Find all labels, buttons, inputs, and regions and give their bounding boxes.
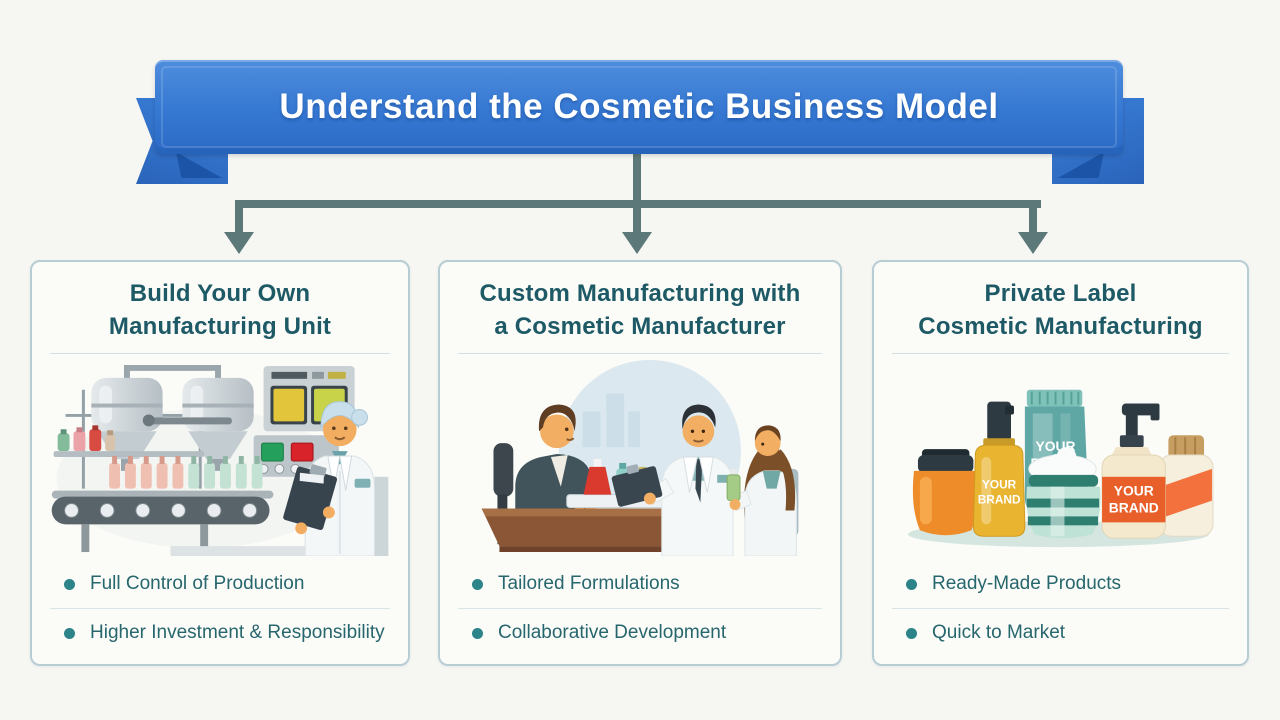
bullet-dot-icon — [472, 578, 483, 590]
bullet-item: Higher Investment & Responsibility — [32, 609, 408, 657]
divider — [50, 353, 390, 354]
bullet-item: Quick to Market — [874, 609, 1247, 657]
private-label-products-illustration: YOUR BRAND — [884, 360, 1237, 556]
agitator-bar-icon — [142, 414, 232, 427]
card-title-line-1: Custom Manufacturing with — [479, 280, 801, 307]
connector-branch-center-icon — [633, 208, 641, 234]
card-private-label: Private Label Cosmetic Manufacturing — [872, 260, 1249, 666]
card-title: Private Label Cosmetic Manufacturing — [874, 277, 1247, 343]
sample-shelf — [53, 425, 205, 458]
bullet-text: Quick to Market — [932, 622, 1066, 643]
brand-label-text: BRAND — [1109, 499, 1159, 515]
divider — [892, 608, 1229, 609]
client-meeting-scientists-illustration — [450, 360, 830, 556]
bullet-dot-icon — [906, 578, 917, 590]
bullet-item: Full Control of Production — [32, 560, 408, 608]
orange-jar-product — [912, 449, 979, 536]
title-ribbon: Understand the Cosmetic Business Model — [155, 60, 1123, 154]
card-custom-manufacturing: Custom Manufacturing with a Cosmetic Man… — [438, 260, 842, 666]
page-title: Understand the Cosmetic Business Model — [279, 87, 999, 126]
arrowhead-right-icon — [1018, 232, 1048, 254]
bullet-list: Ready-Made Products Quick to Market — [874, 560, 1247, 657]
connector-horizontal-bar-icon — [235, 200, 1041, 208]
connector-branch-right-icon — [1029, 208, 1037, 234]
gold-spray-bottle-product: YOUR BRAND — [972, 401, 1026, 537]
factory-worker — [283, 401, 389, 556]
bullet-text: Higher Investment & Responsibility — [90, 622, 385, 643]
connector-stem-icon — [633, 150, 641, 206]
bullet-dot-icon — [906, 627, 917, 639]
bullet-dot-icon — [472, 627, 483, 639]
card-title-line-1: Private Label — [984, 280, 1137, 307]
factory-illustration-svg — [51, 364, 389, 556]
meeting-illustration-svg — [481, 360, 799, 556]
floor-strip — [170, 546, 389, 556]
scientist-female — [726, 425, 797, 556]
divider — [50, 608, 390, 609]
bullet-dot-icon — [64, 578, 75, 590]
meeting-table — [481, 508, 718, 553]
brand-label-text: YOUR — [1114, 483, 1154, 499]
brand-label-text: YOUR — [982, 478, 1017, 492]
divider — [458, 353, 822, 354]
divider — [892, 353, 1229, 354]
card-title-line-2: Cosmetic Manufacturing — [918, 313, 1203, 340]
bullet-item: Collaborative Development — [440, 609, 840, 657]
arrowhead-left-icon — [224, 232, 254, 254]
card-build-your-own: Build Your Own Manufacturing Unit — [30, 260, 410, 666]
pump-bottle-product: YOUR BRAND — [1101, 403, 1166, 539]
tan-bottle-product — [1158, 435, 1214, 537]
card-title-line-1: Build Your Own — [129, 280, 311, 307]
bullet-text: Tailored Formulations — [498, 573, 680, 594]
scientist-male — [611, 404, 734, 556]
card-title: Custom Manufacturing with a Cosmetic Man… — [440, 277, 840, 343]
bullet-text: Ready-Made Products — [932, 573, 1122, 594]
bullet-list: Tailored Formulations Collaborative Deve… — [440, 560, 840, 657]
conveyor-bottles — [109, 456, 263, 489]
card-title: Build Your Own Manufacturing Unit — [32, 277, 408, 343]
divider — [458, 608, 822, 609]
conveyor-belt — [51, 490, 274, 553]
bullet-text: Full Control of Production — [90, 573, 305, 594]
bullet-dot-icon — [64, 627, 75, 639]
bullet-text: Collaborative Development — [498, 622, 727, 643]
bullet-list: Full Control of Production Higher Invest… — [32, 560, 408, 657]
brand-label-text: BRAND — [978, 493, 1021, 507]
background-bars — [582, 393, 640, 448]
products-illustration-svg: YOUR BRAND — [908, 389, 1214, 548]
bullet-item: Tailored Formulations — [440, 560, 840, 608]
factory-worker-conveyor-illustration — [42, 360, 398, 556]
bullet-item: Ready-Made Products — [874, 560, 1247, 608]
card-title-line-2: Manufacturing Unit — [108, 313, 332, 340]
pipe-arch-icon — [123, 364, 221, 380]
connector-branch-left-icon — [235, 208, 243, 234]
cream-jar-product — [1026, 447, 1101, 539]
card-title-line-2: a Cosmetic Manufacturer — [494, 313, 786, 340]
arrowhead-center-icon — [622, 232, 652, 254]
